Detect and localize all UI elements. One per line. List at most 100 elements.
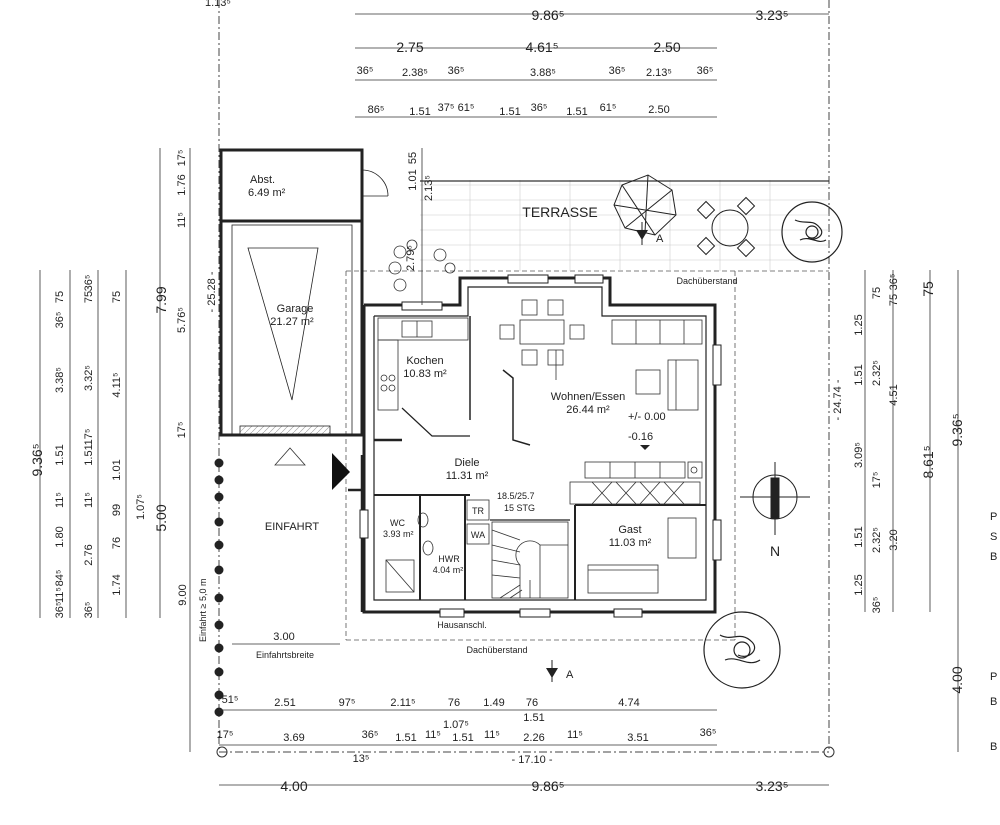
dim-lines-left	[39, 148, 423, 752]
dim-garage-1: 1.76	[176, 174, 188, 195]
north-arrow	[740, 462, 810, 535]
dim-r3-2: 3.20	[888, 529, 900, 550]
dim-bot-r1-0: 51⁵	[222, 694, 239, 706]
dim-r1-0: 1.25	[853, 314, 865, 335]
dim-l1-5: 1.80	[54, 526, 66, 547]
dim-l1-6: 84⁵	[54, 570, 66, 587]
dim-right-24-74: - 24.74 -	[832, 379, 844, 420]
dim-17-10: - 17.10 -	[512, 754, 553, 766]
corner-marker	[216, 746, 228, 758]
section-a-bottom: A	[566, 669, 574, 681]
dim-bot-r1b-0: 1.07⁵	[443, 719, 469, 731]
terrace-label: TERRASSE	[522, 204, 597, 220]
dim-l3-1: 4.11⁵	[111, 372, 123, 397]
edge-letter-3: P	[990, 671, 997, 683]
dim-bot-r3-0: 4.00	[280, 778, 307, 794]
dim-top-r4-8: 2.50	[648, 104, 669, 116]
tree-bottom-right	[703, 611, 781, 689]
dim-bot-r2-0: 17⁵	[217, 729, 234, 741]
dim-bot-r1-6: 76	[526, 697, 538, 709]
umbrella	[613, 174, 677, 236]
dim-bot-r3-2: 3.23⁵	[755, 778, 788, 794]
dim-einfahrtsbreite-value: 3.00	[273, 631, 294, 643]
tree-top-right	[781, 201, 843, 263]
wc-fixtures	[385, 512, 434, 593]
dim-right-4-00: 4.00	[949, 666, 965, 693]
dim-r3-3: 75	[888, 294, 900, 306]
dim-l2-6: 2.76	[83, 544, 95, 565]
dim-bot-r2-7: 2.26	[523, 732, 544, 744]
dim-top-r4-5: 36⁵	[531, 102, 548, 114]
gast-furniture	[587, 517, 697, 594]
dim-l2-4: 17⁵	[83, 429, 95, 446]
dim-l3-0: 75	[111, 291, 123, 303]
dim-l1-2: 3.38⁵	[54, 367, 66, 393]
dim-garage-0: 17⁵	[176, 150, 188, 167]
dim-r3-0: 36⁵	[888, 274, 900, 291]
room-wohnen-name: Wohnen/Essen	[551, 391, 625, 403]
dim-r1-4: 1.25	[853, 574, 865, 595]
dim-bot-r1-4: 76	[448, 697, 460, 709]
hwr-appliances	[466, 499, 490, 545]
dim-bot-r2-1: 3.69	[283, 732, 304, 744]
dim-l3-2: 1.01	[111, 459, 123, 480]
einfahrt-min-label: Einfahrt ≥ 5,0 m	[198, 579, 208, 642]
overhang-label-bottom: Dachüberstand	[466, 645, 527, 655]
dim-r2-2: 17⁵	[871, 472, 883, 489]
dim-right-8-61: 8.61⁵	[920, 445, 936, 478]
dim-l1-8: 36⁵	[54, 602, 66, 619]
dim-garage-4: 17⁵	[176, 422, 188, 439]
level-label-2: -0.16	[628, 431, 653, 443]
dim-l4-0: 1.07⁵	[135, 494, 147, 520]
dim-left-25-28: - 25.28 -	[206, 271, 218, 312]
dim-bot-r1-5: 1.49	[483, 697, 504, 709]
dim-top-r4-7: 61⁵	[600, 102, 617, 114]
edge-letter-4: B	[990, 696, 997, 708]
level-label-1: +/- 0.00	[628, 411, 666, 423]
einfahrtsbreite-label: Einfahrtsbreite	[256, 650, 314, 660]
dim-r1-2: 3.09⁵	[853, 442, 865, 468]
dim-l3-3: 99	[111, 504, 123, 516]
room-garage-name: Garage	[277, 303, 314, 315]
dim-top-r4-6: 1.51	[566, 106, 587, 118]
terrace-table	[696, 196, 756, 258]
dim-l1-0: 36⁵	[54, 312, 66, 329]
room-abst-area: 6.49 m²	[248, 187, 286, 199]
dim-l2-2: 3.32⁵	[83, 365, 95, 391]
section-marker-bottom	[546, 660, 558, 682]
dim-bot-r2-2: 36⁵	[362, 729, 379, 741]
dining-table	[499, 299, 585, 380]
dim-top-r2-0: 2.75	[396, 39, 423, 55]
dim-r2-0: 75	[871, 287, 883, 299]
dim-top-r3-6: 36⁵	[697, 65, 714, 77]
room-kochen-area: 10.83 m²	[403, 368, 447, 380]
property-boundary	[218, 0, 830, 753]
room-hwr-area: 4.04 m²	[433, 565, 464, 575]
appliance-wa: WA	[471, 530, 485, 540]
edge-letter-5: B	[990, 741, 997, 753]
dim-r3-1: 4.51	[888, 384, 900, 405]
dim-r2-3: 2.32⁵	[871, 527, 883, 553]
room-kochen-name: Kochen	[406, 355, 443, 367]
sideboard	[569, 461, 703, 505]
room-gast-name: Gast	[618, 524, 641, 536]
entrance-arrow	[332, 453, 350, 490]
roof-overhang-outline	[345, 270, 829, 641]
dim-top-r2-1: 4.61⁵	[525, 39, 558, 55]
dim-left-9-36: 9.36⁵	[29, 443, 45, 476]
kitchen-fittings	[377, 317, 469, 411]
dim-top-r3-1: 2.38⁵	[402, 67, 428, 79]
dim-l2-3: 1.51	[83, 444, 95, 465]
edge-letter-0: P	[990, 511, 997, 523]
room-wc-name: WC	[390, 518, 405, 528]
dim-l3-5: 1.74	[111, 574, 123, 595]
staircase	[491, 521, 569, 599]
room-wc-area: 3.93 m²	[383, 529, 414, 539]
dim-left-9-00: 9.00	[177, 584, 189, 605]
dim-1-13: 1.13⁵	[205, 0, 231, 9]
edge-letter-1: S	[990, 531, 997, 543]
dim-top-r1-0: 9.86⁵	[531, 7, 564, 23]
dim-bot-r2-8: 11⁵	[567, 729, 583, 741]
dim-bot-r1-3: 2.11⁵	[390, 697, 415, 709]
dim-bot-r1-7: 4.74	[618, 697, 639, 709]
